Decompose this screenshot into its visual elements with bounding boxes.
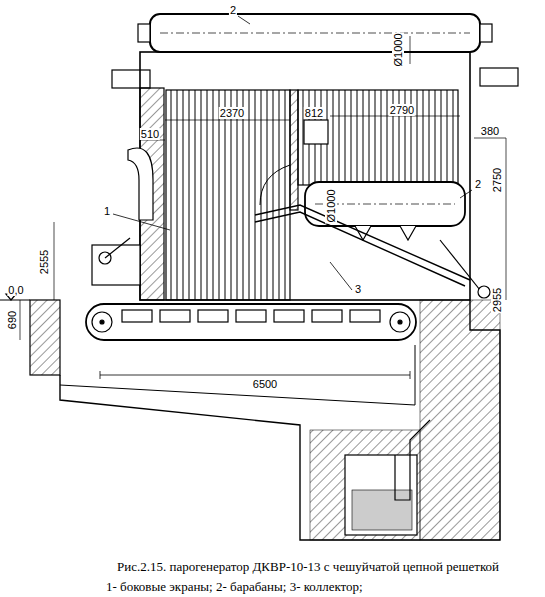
dimension-label: 510	[140, 128, 160, 140]
grate-link	[122, 310, 152, 322]
figure-caption: Рис.2.15. парогенератор ДКВР-10-13 с чеш…	[117, 559, 499, 574]
grate-link	[198, 310, 228, 322]
dimension-label: 6500	[252, 378, 278, 390]
dimension-label: 2750	[491, 167, 503, 193]
dimension-label: 380	[480, 125, 500, 137]
callout-number: 3	[354, 283, 362, 295]
dimension-label: Ø1000	[325, 188, 337, 223]
dimension-label: 2370	[219, 107, 245, 119]
dimension-label: 0,0	[7, 284, 24, 296]
grate-link	[160, 310, 190, 322]
grate-link	[312, 310, 342, 322]
dimension-label: Ø1000	[392, 32, 404, 67]
callout-number: 2	[229, 4, 237, 16]
grate-link	[274, 310, 304, 322]
grate-link	[236, 310, 266, 322]
dimension-label: 2790	[389, 104, 415, 116]
caption-legend: 1- боковые экраны; 2- барабаны; 3- колле…	[106, 579, 363, 594]
dimension-label: 2955	[491, 287, 503, 313]
dimension-label: 812	[304, 107, 324, 119]
callout-number: 1	[103, 205, 111, 217]
dimension-label: 2555	[38, 249, 50, 275]
dimension-label: 690	[6, 310, 18, 330]
callout-number: 2	[474, 178, 482, 190]
grate-link	[350, 310, 380, 322]
